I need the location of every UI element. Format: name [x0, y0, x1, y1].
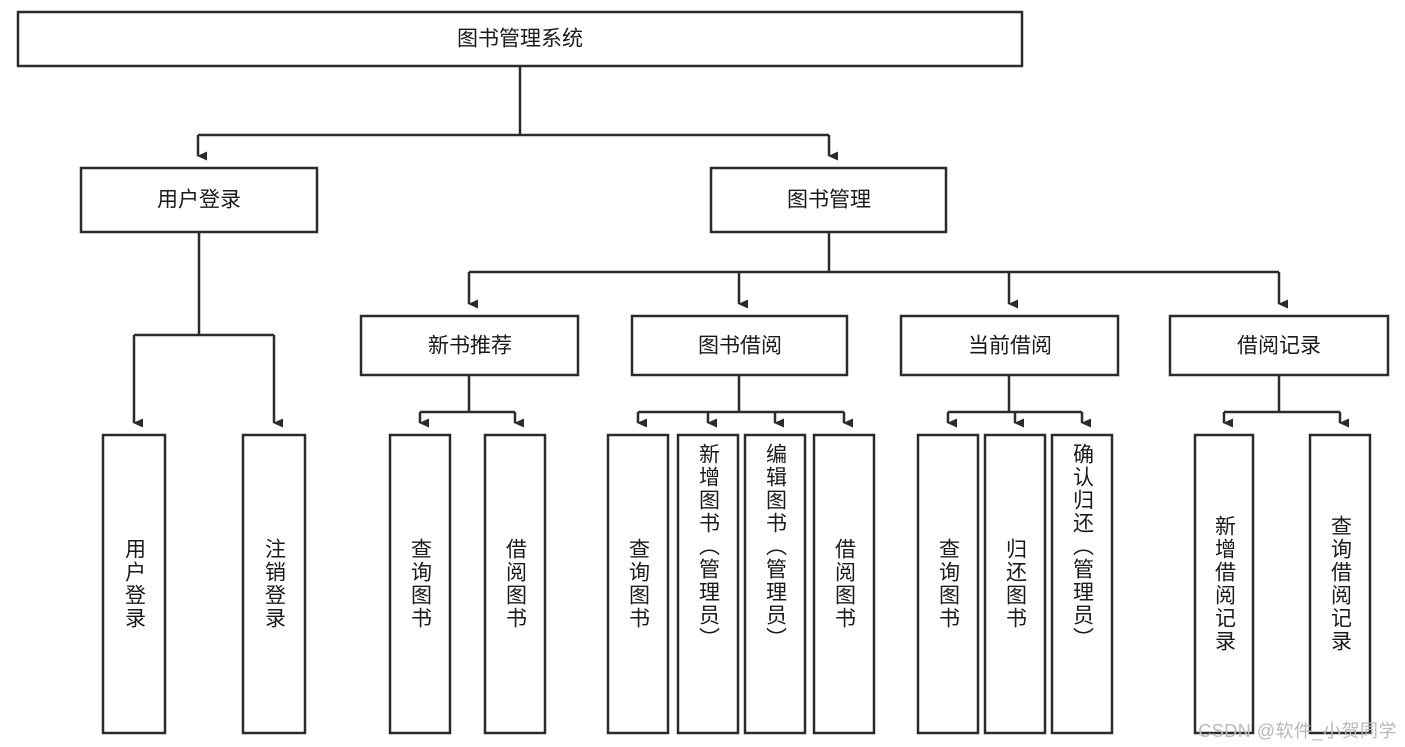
node-book-borrow[interactable]: 图书借阅	[630, 314, 849, 377]
leaf-box-logout[interactable]	[241, 433, 307, 735]
leaf-box-query-borrow-record[interactable]	[1308, 433, 1372, 735]
node-new-book-recommend-label: 新书推荐	[428, 335, 512, 358]
node-book-management-label: 图书管理	[787, 189, 871, 212]
csdn-watermark: CSDN @软件_小贺同学	[1198, 721, 1397, 741]
node-root-label: 图书管理系统	[457, 28, 583, 51]
node-current-borrow-label: 当前借阅	[968, 335, 1052, 358]
leaf-box-query-book-borrow[interactable]	[606, 433, 670, 735]
leaf-box-add-book-admin[interactable]	[676, 433, 740, 735]
leaf-box-add-borrow-record[interactable]	[1193, 433, 1255, 735]
node-book-management[interactable]: 图书管理	[709, 166, 948, 234]
node-root-box[interactable]	[16, 10, 1024, 68]
node-root[interactable]: 图书管理系统	[16, 10, 1024, 68]
node-borrow-record-label: 借阅记录	[1237, 335, 1321, 358]
connector-group	[132, 66, 1349, 428]
leaf-box-edit-book-admin[interactable]	[743, 433, 807, 735]
node-borrow-record[interactable]: 借阅记录	[1168, 314, 1390, 377]
node-borrow-record-box[interactable]	[1168, 314, 1390, 377]
leaf-box-group	[101, 433, 1372, 735]
leaf-box-borrow-book-new[interactable]	[483, 433, 547, 735]
node-user-login-label: 用户登录	[157, 189, 241, 212]
leaf-box-user-login[interactable]	[101, 433, 167, 735]
leaf-box-borrow-book[interactable]	[812, 433, 876, 735]
leaf-box-query-book-current[interactable]	[916, 433, 980, 735]
node-user-login[interactable]: 用户登录	[79, 166, 319, 234]
node-new-book-recommend-box[interactable]	[359, 314, 580, 377]
node-current-borrow-box[interactable]	[899, 314, 1120, 377]
leaf-box-return-book[interactable]	[983, 433, 1047, 735]
node-book-borrow-label: 图书借阅	[698, 335, 782, 358]
node-current-borrow[interactable]: 当前借阅	[899, 314, 1120, 377]
node-new-book-recommend[interactable]: 新书推荐	[359, 314, 580, 377]
leaf-box-confirm-return-admin[interactable]	[1050, 433, 1114, 735]
leaf-box-query-book-new[interactable]	[388, 433, 452, 735]
node-book-management-box[interactable]	[709, 166, 948, 234]
node-book-borrow-box[interactable]	[630, 314, 849, 377]
node-user-login-box[interactable]	[79, 166, 319, 234]
